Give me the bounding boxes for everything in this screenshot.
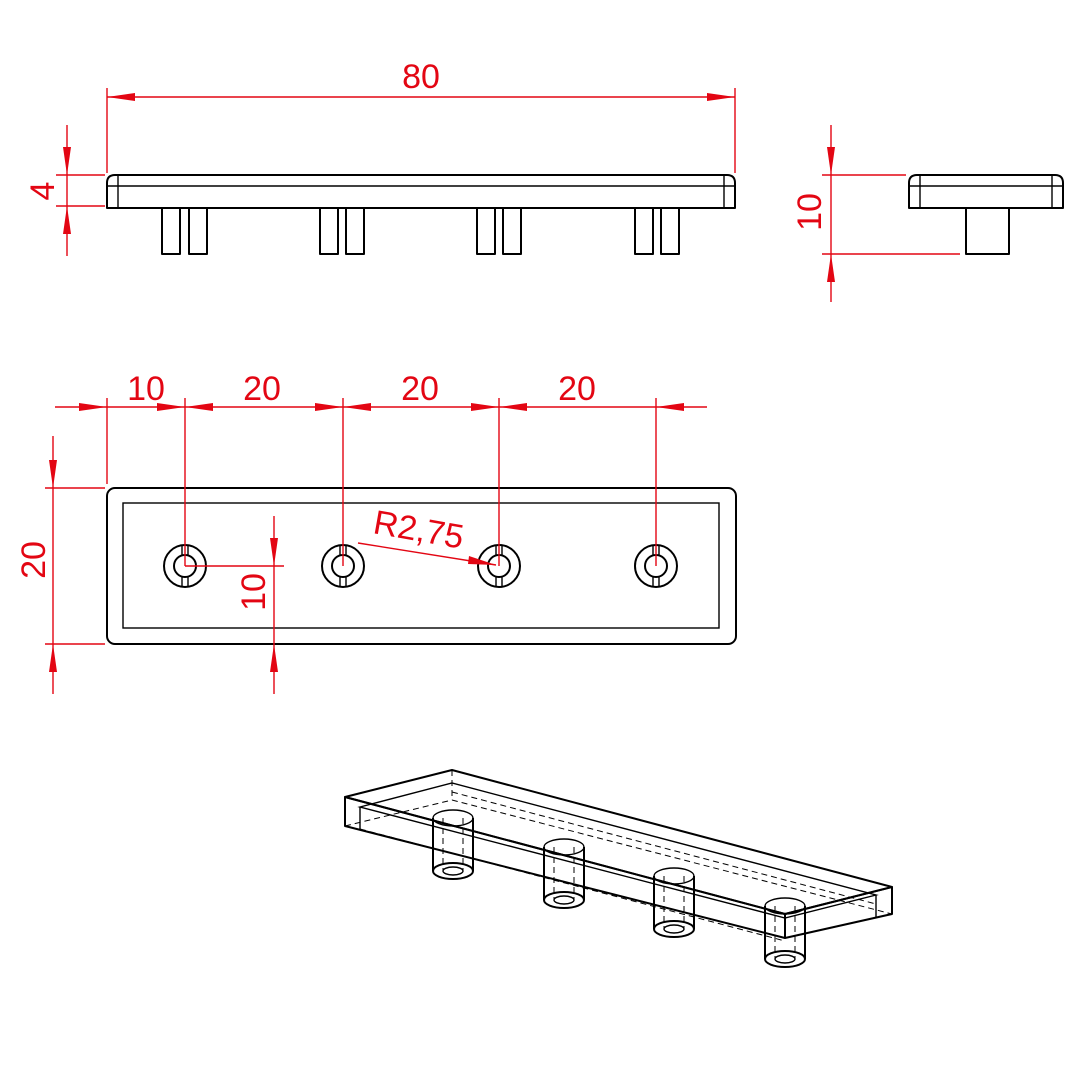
dim-label-20-pitch-3: 20 bbox=[558, 370, 596, 408]
top-view-body bbox=[106, 487, 737, 645]
iso-pin-1 bbox=[432, 809, 474, 880]
dimension-overall-length: 80 bbox=[106, 58, 736, 173]
side-view-body bbox=[908, 174, 1064, 255]
dim-label-10-height: 10 bbox=[791, 193, 829, 231]
dim-label-20-pitch-1: 20 bbox=[243, 370, 281, 408]
dim-label-80: 80 bbox=[402, 58, 440, 96]
dim-label-4: 4 bbox=[24, 182, 62, 201]
iso-pin-2 bbox=[543, 838, 585, 909]
dimension-width: 20 bbox=[15, 436, 105, 694]
dimension-plate-thickness: 4 bbox=[24, 125, 105, 256]
iso-pin-3 bbox=[653, 867, 695, 938]
dim-label-20-pitch-2: 20 bbox=[401, 370, 439, 408]
front-view: 80 4 bbox=[24, 58, 736, 256]
dimension-hole-spacing: 10 20 20 20 bbox=[55, 370, 707, 566]
iso-pin-4 bbox=[764, 897, 806, 968]
dimension-hole-radius: R2,75 bbox=[357, 503, 497, 566]
dimension-overall-height: 10 bbox=[791, 125, 960, 302]
dim-label-20-width: 20 bbox=[15, 541, 53, 579]
dimension-hole-center-offset: 10 bbox=[185, 516, 284, 694]
front-view-body bbox=[106, 174, 736, 255]
dim-label-10-edge: 10 bbox=[127, 370, 165, 408]
dim-label-10-offset: 10 bbox=[235, 573, 273, 611]
side-view: 10 bbox=[791, 125, 1064, 302]
isometric-view bbox=[344, 769, 893, 968]
top-view: 10 20 20 20 20 10 R2,75 bbox=[15, 370, 737, 694]
dim-label-radius: R2,75 bbox=[371, 503, 467, 556]
